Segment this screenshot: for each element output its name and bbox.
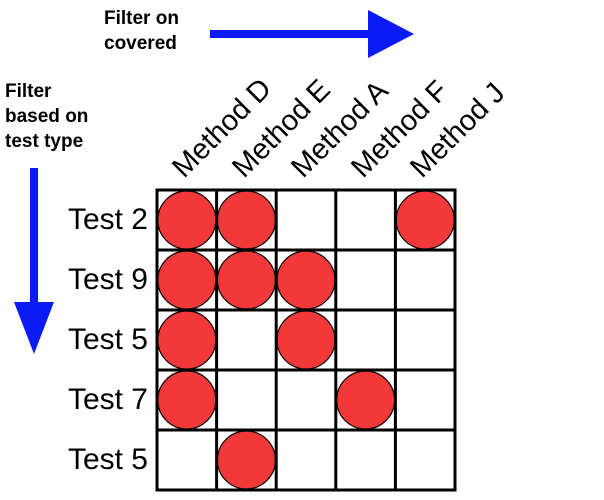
row-label: Test 7 [67, 383, 148, 416]
coverage-marker-r0-c0 [157, 190, 217, 250]
horizontal-arrow [210, 10, 414, 58]
coverage-marker-r2-c0 [157, 310, 217, 370]
row-label: Test 5 [67, 443, 148, 476]
vertical-arrow [14, 168, 54, 354]
coverage-marker-r0-c4 [395, 190, 455, 250]
coverage-marker-r1-c1 [216, 250, 276, 310]
coverage-marker-r1-c0 [157, 250, 217, 310]
coverage-marker-r0-c1 [216, 190, 276, 250]
filter-test-type-note: Filter based on test type [5, 81, 89, 152]
row-label: Test 9 [67, 263, 148, 296]
row-label: Test 2 [67, 203, 148, 236]
row-label: Test 5 [67, 323, 148, 356]
coverage-marker-r4-c1 [216, 430, 276, 490]
coverage-marker-r2-c2 [276, 310, 336, 370]
coverage-marker-r3-c0 [157, 370, 217, 430]
matrix-grid [155, 188, 457, 492]
filter-arrows [14, 10, 414, 354]
coverage-marker-r1-c2 [276, 250, 336, 310]
coverage-marker-r3-c3 [336, 370, 396, 430]
coverage-markers [157, 190, 455, 490]
filter-covered-note: Filter on covered [104, 8, 179, 54]
